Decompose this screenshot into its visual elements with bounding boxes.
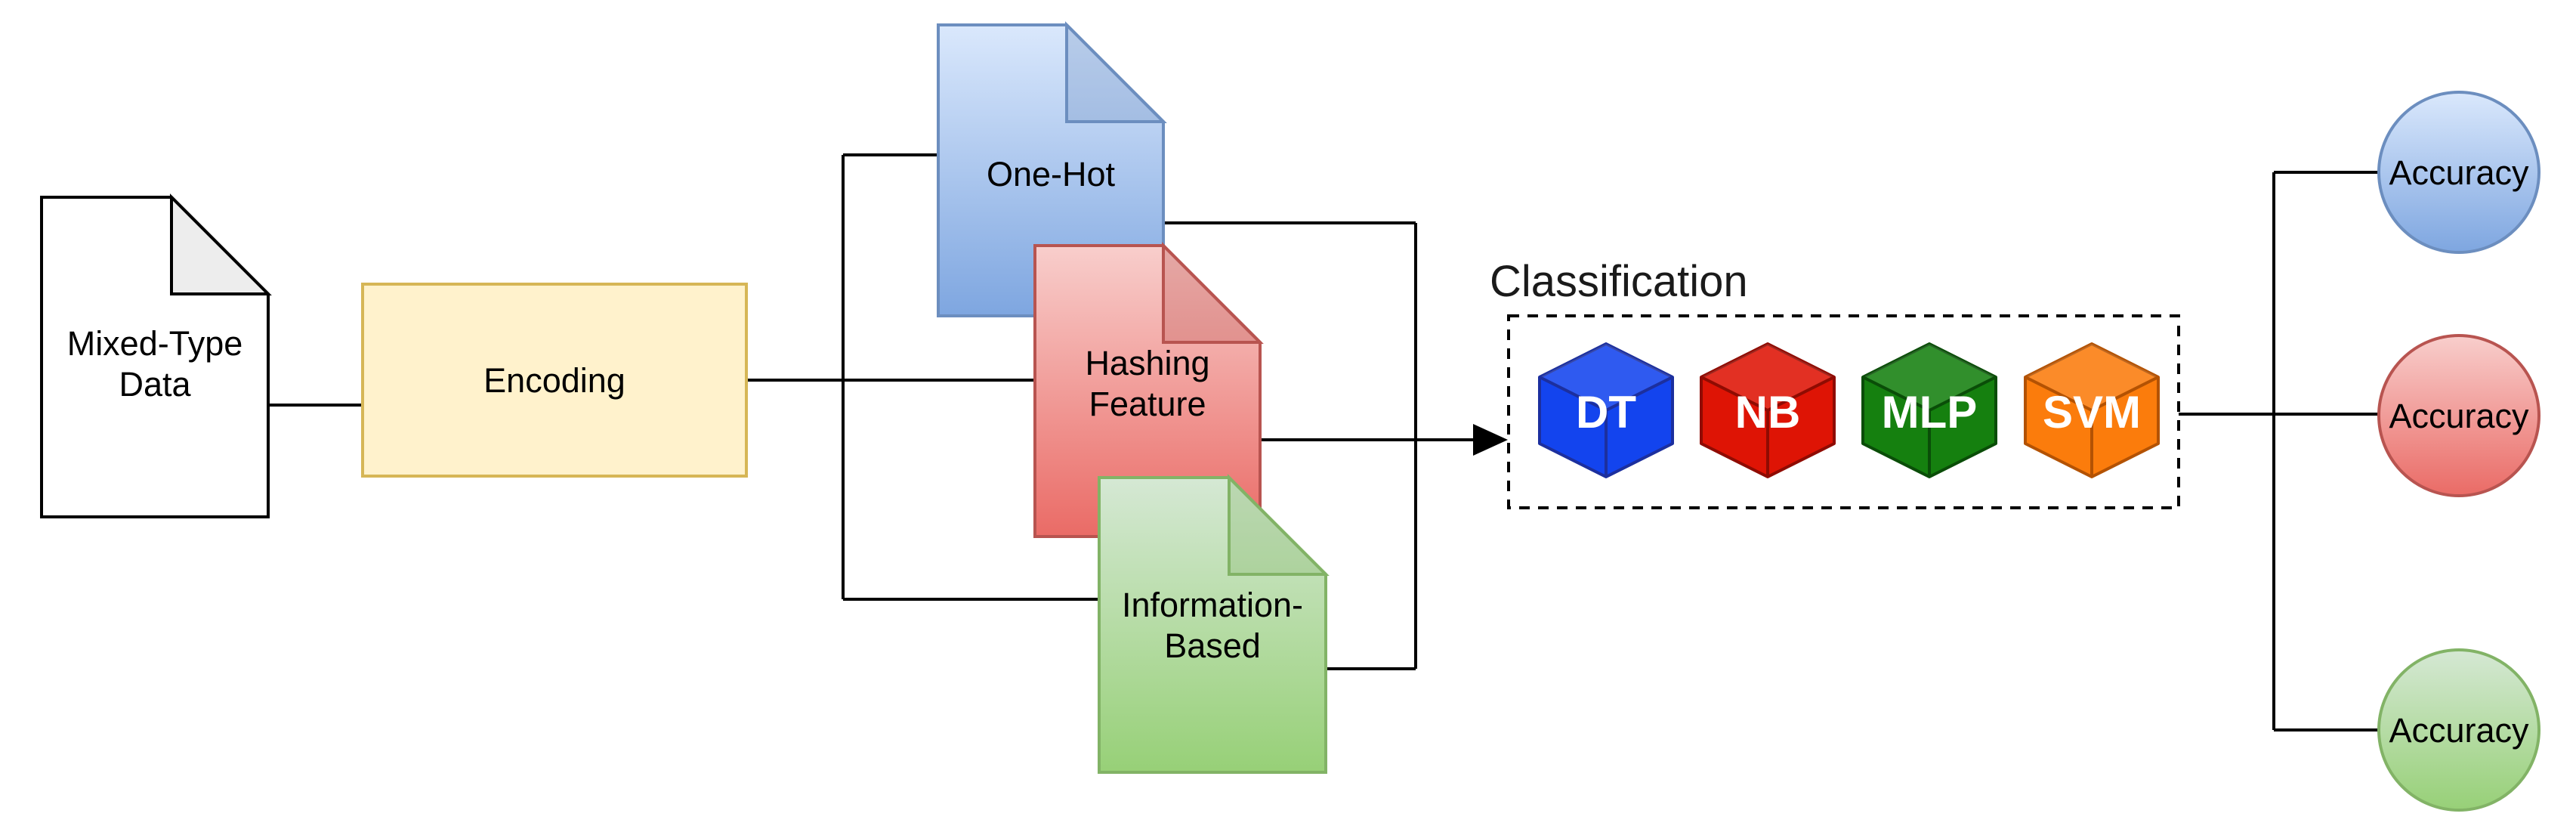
classification-dashed-box [1507,314,2180,509]
classifier-cube-mlp: MLP [1861,342,1997,478]
encoding-box-label: Encoding [483,361,625,400]
accuracy-circle-red [2377,334,2540,497]
information-doc-fold [1228,474,1330,576]
one-hot-doc-shape [937,23,1165,317]
information-doc-shape [1098,476,1327,774]
encoding-box: Encoding [361,283,748,478]
one-hot-doc-fold [1065,21,1167,123]
mixed-type-data-doc: Mixed-Type Data [40,193,272,518]
classification-group-label: Classification [1490,257,1748,306]
cube-edges [1862,376,1997,477]
hashing-doc-label-line1: Hashing [1085,344,1209,382]
mixed-type-doc-fold [170,193,272,295]
cube-edges [1700,376,1835,477]
mixed-type-doc-label-line1: Mixed-Type [67,324,243,363]
accuracy-circle-green [2377,648,2540,812]
one-hot-doc: One-Hot [937,21,1167,317]
accuracy-circle-blue [2377,91,2540,254]
hashing-doc-label-line2: Feature [1089,385,1206,423]
hashing-doc-shape [1033,244,1262,538]
classification-group: Classification DT NB MLP SVM [1490,257,2180,509]
classifier-label-nb: NB [1735,387,1801,438]
arrowhead-into-classification [1473,424,1508,456]
accuracy-output-3: Accuracy [2377,648,2540,812]
accuracy-label-1: Accuracy [2389,153,2529,192]
classifier-label-svm: SVM [2043,387,2141,438]
connectors [268,153,2379,731]
information-doc-label-line1: Information- [1122,586,1303,624]
cube-edges [1539,376,1673,477]
classifier-cube-nb: NB [1700,342,1836,478]
one-hot-doc-label: One-Hot [987,155,1116,193]
classifier-label-mlp: MLP [1882,387,1978,438]
accuracy-output-1: Accuracy [2377,91,2540,254]
classifier-cube-dt: DT [1538,342,1674,478]
classifier-label-dt: DT [1576,387,1636,438]
hashing-feature-doc: Hashing Feature [1033,242,1264,538]
accuracy-label-3: Accuracy [2389,711,2529,750]
information-doc-label-line2: Based [1164,626,1261,665]
cube-edges [2025,376,2159,477]
hashing-doc-fold [1162,242,1264,344]
information-based-doc: Information- Based [1098,474,1330,774]
accuracy-label-2: Accuracy [2389,397,2529,435]
classifier-cube-svm: SVM [2024,342,2160,478]
accuracy-output-2: Accuracy [2377,334,2540,497]
encoding-box-shape [361,283,748,478]
mixed-type-doc-label-line2: Data [119,365,191,404]
